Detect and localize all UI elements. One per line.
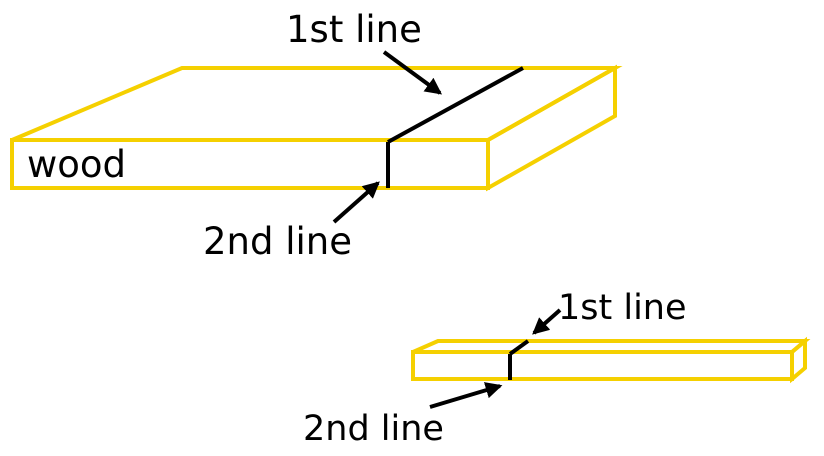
top-second-line-arrow xyxy=(332,181,380,224)
bottom-board-front-face xyxy=(411,350,794,381)
top-second-line-label: 2nd line xyxy=(203,220,352,263)
bottom-first-line-label: 1st line xyxy=(558,288,687,328)
top-board-top-face xyxy=(11,66,623,142)
top-board: wood 1st line 2nd line xyxy=(10,8,623,263)
bottom-board-side-face xyxy=(790,336,807,384)
bottom-first-line-arrow xyxy=(532,308,562,335)
bottom-board-first-cut-line xyxy=(508,339,530,356)
bottom-second-line-label: 2nd line xyxy=(303,409,444,449)
bottom-board: 1st line 2nd line xyxy=(303,288,811,449)
wood-label: wood xyxy=(27,143,126,186)
bottom-second-line-arrow xyxy=(429,382,503,409)
top-board-first-cut-line xyxy=(387,66,524,144)
top-first-line-arrow xyxy=(382,50,443,95)
top-board-side-face xyxy=(486,64,617,192)
top-first-line-label: 1st line xyxy=(286,8,422,51)
